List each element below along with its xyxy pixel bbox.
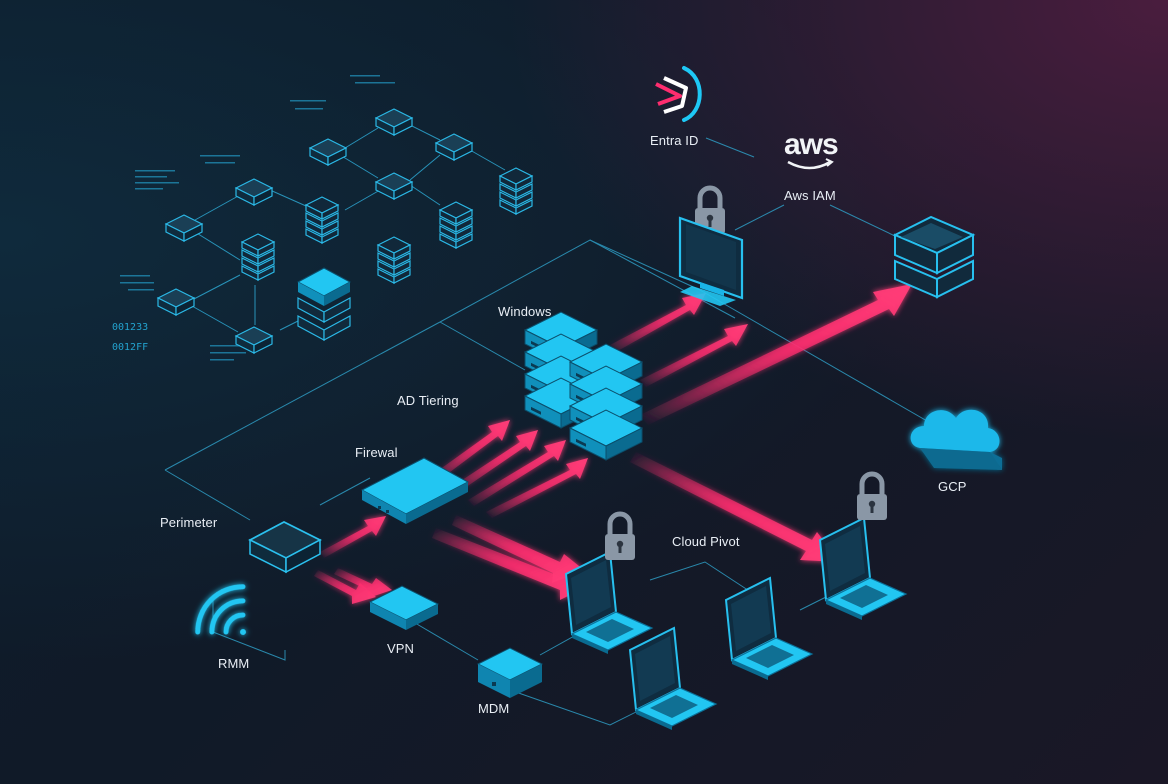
monitor-icon — [678, 216, 744, 306]
label-vpn: VPN — [387, 641, 415, 656]
firewall-icon — [360, 457, 470, 524]
label-entra-id: Entra ID — [650, 133, 699, 148]
aws-server-icon — [892, 215, 976, 299]
lock-icon — [605, 514, 635, 560]
label-ad-tiering: AD Tiering — [397, 393, 459, 408]
server-stack-left — [296, 267, 352, 342]
label-firewall: Firewal — [355, 445, 398, 460]
label-gcp: GCP — [938, 479, 967, 494]
label-cloud-pivot: Cloud Pivot — [672, 534, 740, 549]
label-windows: Windows — [498, 304, 552, 319]
label-rmm: RMM — [218, 656, 250, 671]
network-cluster — [191, 124, 506, 333]
label-perimeter: Perimeter — [160, 515, 218, 530]
laptop-icon — [819, 517, 907, 621]
vpn-box-icon — [368, 585, 440, 630]
entra-logo-icon — [655, 66, 702, 122]
label-aws-iam: Aws IAM — [784, 188, 836, 203]
laptop-icon — [629, 627, 717, 731]
code-text: 001233 — [112, 322, 149, 333]
router-icon — [248, 520, 322, 574]
mdm-box-icon — [476, 647, 544, 698]
windows-server-stack — [524, 311, 643, 461]
data-stream-dots — [120, 75, 395, 361]
lock-icon — [857, 474, 887, 520]
svg-text:aws: aws — [784, 128, 838, 161]
wifi-icon — [195, 584, 246, 635]
attack-arrows — [314, 284, 912, 604]
cloud-icon — [910, 409, 1002, 470]
aws-logo-icon: aws — [784, 128, 839, 170]
laptop-icon — [565, 551, 653, 655]
network-nodes — [157, 108, 533, 354]
laptop-icon — [725, 577, 813, 681]
label-mdm: MDM — [478, 701, 510, 716]
connection-lines — [164, 137, 961, 726]
code-text: 0012FF — [112, 342, 149, 353]
